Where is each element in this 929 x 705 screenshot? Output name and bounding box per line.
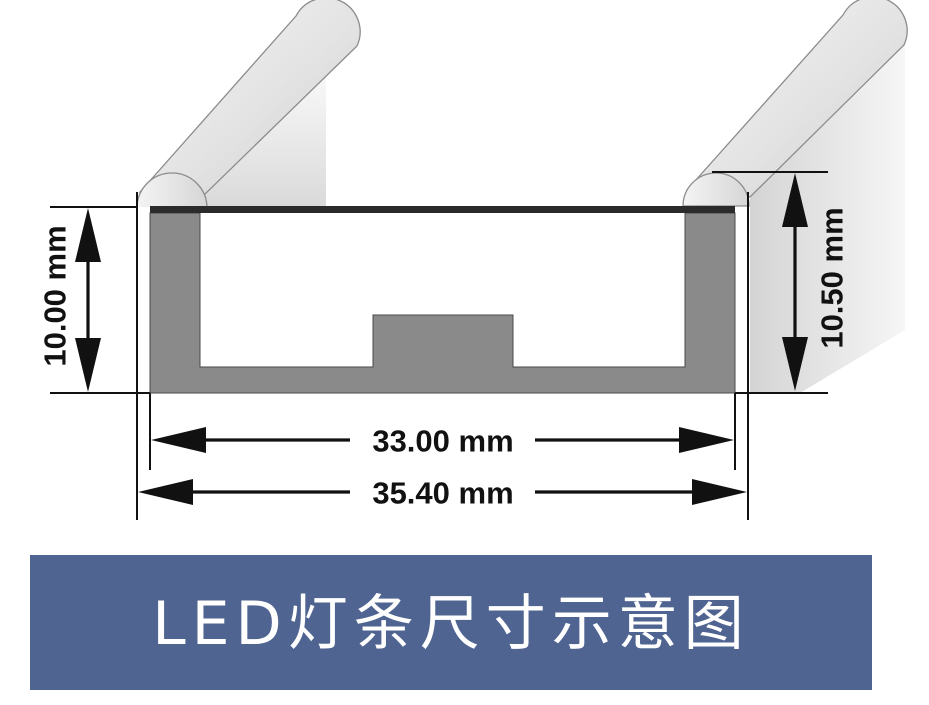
left-height-arrow bbox=[75, 208, 101, 392]
right-height-arrowhead-bottom bbox=[782, 337, 808, 391]
outer-width-arrow bbox=[138, 479, 747, 505]
right-side-wall bbox=[750, 46, 905, 393]
left-side-wall bbox=[205, 76, 326, 207]
inner-width-arrowhead-right bbox=[679, 427, 734, 453]
led-profile-channel bbox=[149, 212, 736, 394]
left-height-label: 10.00 mm bbox=[38, 225, 73, 366]
led-strip-top-layer bbox=[150, 206, 735, 213]
inner-width-arrow bbox=[151, 427, 734, 453]
outer-width-label: 35.40 mm bbox=[372, 476, 513, 511]
inner-width-label: 33.00 mm bbox=[372, 424, 513, 459]
right-rail-front bbox=[735, 207, 748, 395]
right-rail-tube bbox=[685, 0, 908, 198]
extension-lines bbox=[50, 171, 828, 520]
outer-width-arrowhead-left bbox=[138, 479, 193, 505]
left-rail-front bbox=[137, 207, 150, 395]
left-rail-tube bbox=[138, 0, 361, 197]
title-banner bbox=[30, 555, 872, 690]
left-rail-cap bbox=[136, 172, 208, 209]
inner-width-arrowhead-left bbox=[151, 427, 206, 453]
outer-width-arrowhead-right bbox=[692, 479, 747, 505]
left-height-arrowhead-bottom bbox=[75, 338, 101, 392]
right-height-label: 10.50 mm bbox=[815, 207, 850, 348]
right-height-arrow bbox=[782, 173, 808, 391]
right-height-arrowhead-top bbox=[782, 173, 808, 227]
left-height-arrowhead-top bbox=[75, 208, 101, 262]
title-text: LED灯条尺寸示意图 bbox=[152, 589, 750, 659]
